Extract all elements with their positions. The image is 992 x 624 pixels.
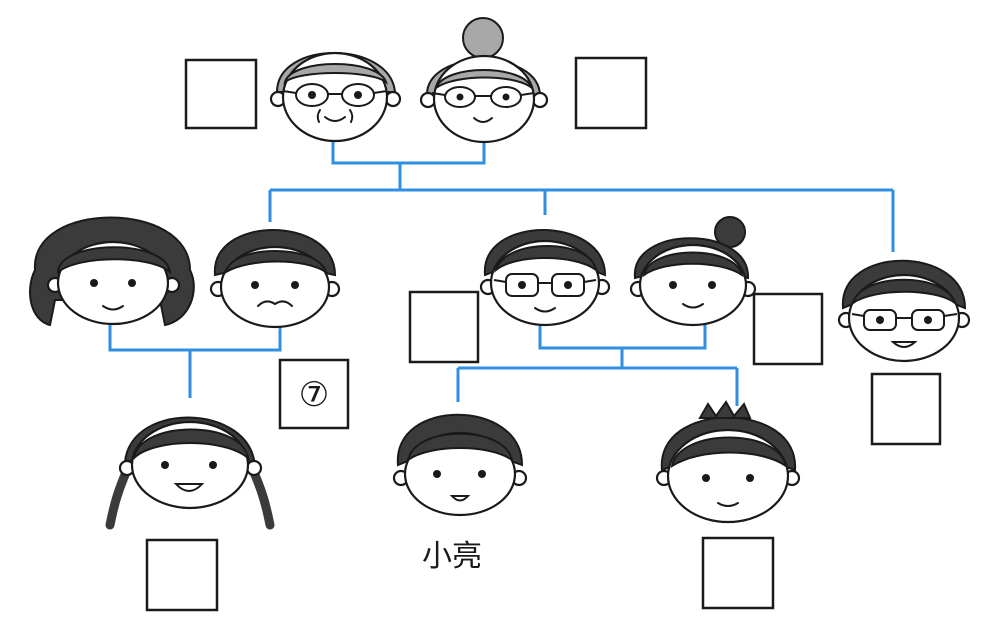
xiaoliang-name-label: 小亮	[422, 539, 482, 574]
answer-box-uncle-glasses[interactable]	[870, 372, 942, 446]
uncle-glasses-right-face	[837, 259, 971, 363]
cousin-girl-braids-face	[105, 416, 275, 530]
xiaoliang-face	[392, 413, 528, 517]
answer-box-cousin-girl[interactable]	[145, 538, 219, 612]
brother-spiky-hair-face	[655, 400, 801, 524]
answer-box-brother[interactable]	[701, 536, 775, 610]
answer-boxes	[145, 56, 942, 612]
connector-lines	[108, 140, 895, 406]
answer-box-numbered	[278, 358, 350, 430]
grandfather-face	[269, 51, 402, 143]
grandmother-face	[419, 17, 549, 144]
uncle-mustache-face	[209, 229, 341, 329]
aunt-curly-hair-face	[29, 216, 195, 327]
numbered-box-label: ⑦	[299, 375, 329, 415]
left-couple-link	[108, 318, 282, 352]
father-glasses-face	[479, 229, 611, 327]
grandparents-link	[331, 140, 486, 165]
mother-bun-face	[629, 216, 757, 327]
answer-box-grandfather[interactable]	[184, 58, 258, 130]
answer-box-mother[interactable]	[752, 292, 824, 366]
answer-box-grandmother[interactable]	[574, 56, 648, 130]
answer-box-father[interactable]	[408, 290, 480, 364]
